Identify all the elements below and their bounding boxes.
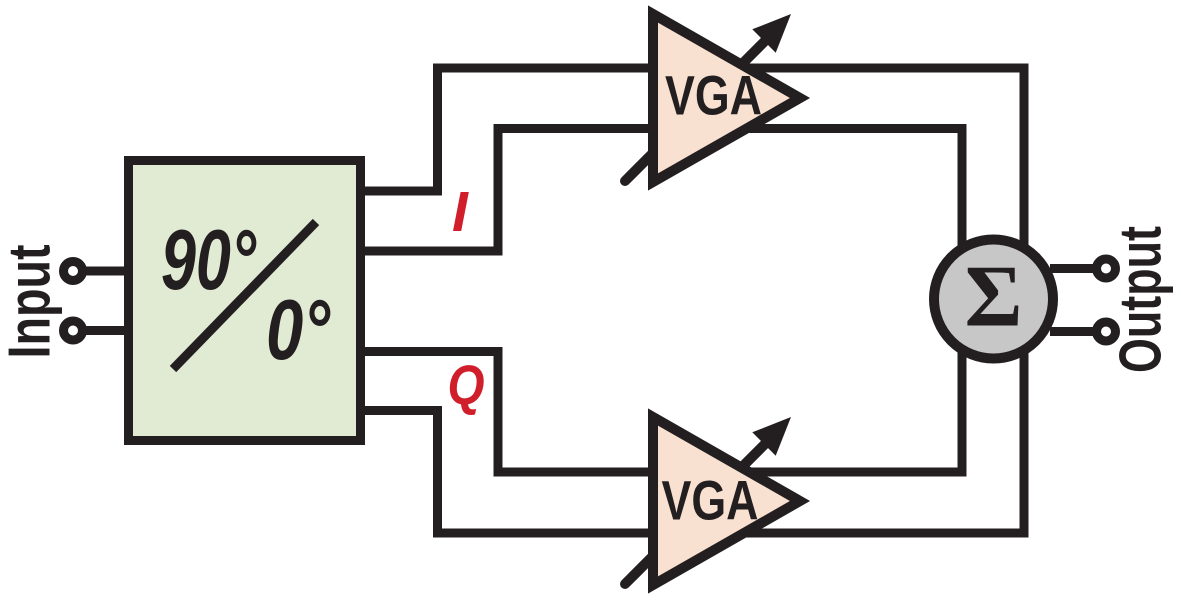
svg-text:Output: Output [1108,226,1174,373]
svg-text:VGA: VGA [665,64,762,127]
svg-text:0°: 0° [266,283,331,378]
svg-text:VGA: VGA [662,469,759,532]
svg-text:Q: Q [448,353,485,416]
svg-text:90°: 90° [161,213,257,308]
svg-text:Input: Input [0,245,63,359]
svg-text:I: I [452,180,469,244]
svg-text:Σ: Σ [965,249,1023,346]
